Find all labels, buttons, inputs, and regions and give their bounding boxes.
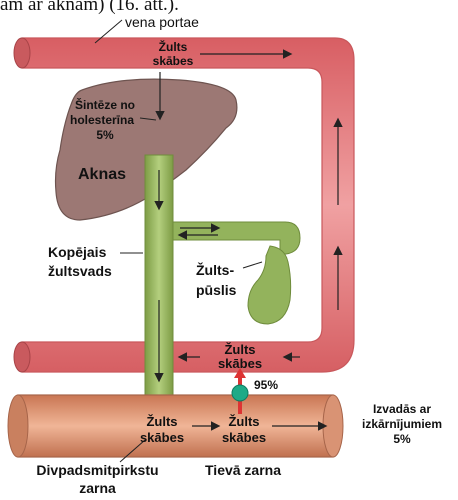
- label-izvadas-2: izkārnījumiem: [350, 417, 454, 431]
- label-zults-top-1: Žults: [148, 40, 198, 54]
- label-tieva-zarna: Tievā zarna: [205, 462, 281, 478]
- label-kopejais-1: Kopējais: [48, 244, 106, 260]
- label-divpad-2: zarna: [10, 480, 185, 496]
- label-izvadas-1: Izvadās ar: [350, 402, 454, 416]
- portal-vein-bottom-end: [14, 342, 30, 372]
- label-divpad-1: Divpadsmitpirkstu: [10, 462, 185, 478]
- label-aknas: Aknas: [78, 166, 126, 184]
- label-zultspuslis-2: pūslis: [196, 282, 236, 298]
- label-izvadas-3: 5%: [350, 432, 454, 446]
- gallbladder: [248, 246, 291, 324]
- leader-zultspuslis: [243, 262, 262, 268]
- intestine-right-end: [323, 395, 343, 457]
- label-zultspuslis-1: Žults-: [196, 262, 234, 278]
- label-sinteze-3: 5%: [70, 128, 140, 142]
- label-zults-left-2: skābes: [134, 430, 190, 445]
- portal-vein-top-end: [14, 38, 30, 68]
- label-zults-mid-1: Žults: [215, 342, 265, 357]
- intestine-left-end: [8, 395, 28, 457]
- label-sinteze-2: holesterīna: [70, 113, 134, 127]
- label-kopejais-2: žultsvads: [48, 263, 112, 279]
- cystic-duct: [173, 222, 300, 254]
- label-95: 95%: [254, 378, 278, 392]
- transporter: [232, 385, 248, 401]
- label-zults-right-2: skābes: [216, 430, 272, 445]
- label-zults-mid-2: skābes: [211, 356, 269, 371]
- label-vena-portae: vena portae: [125, 14, 199, 30]
- label-sinteze-1: Šintēze no: [75, 98, 135, 112]
- label-zults-right-1: Žults: [219, 414, 269, 429]
- label-zults-left-1: Žults: [137, 414, 187, 429]
- label-zults-top-2: skābes: [146, 54, 200, 68]
